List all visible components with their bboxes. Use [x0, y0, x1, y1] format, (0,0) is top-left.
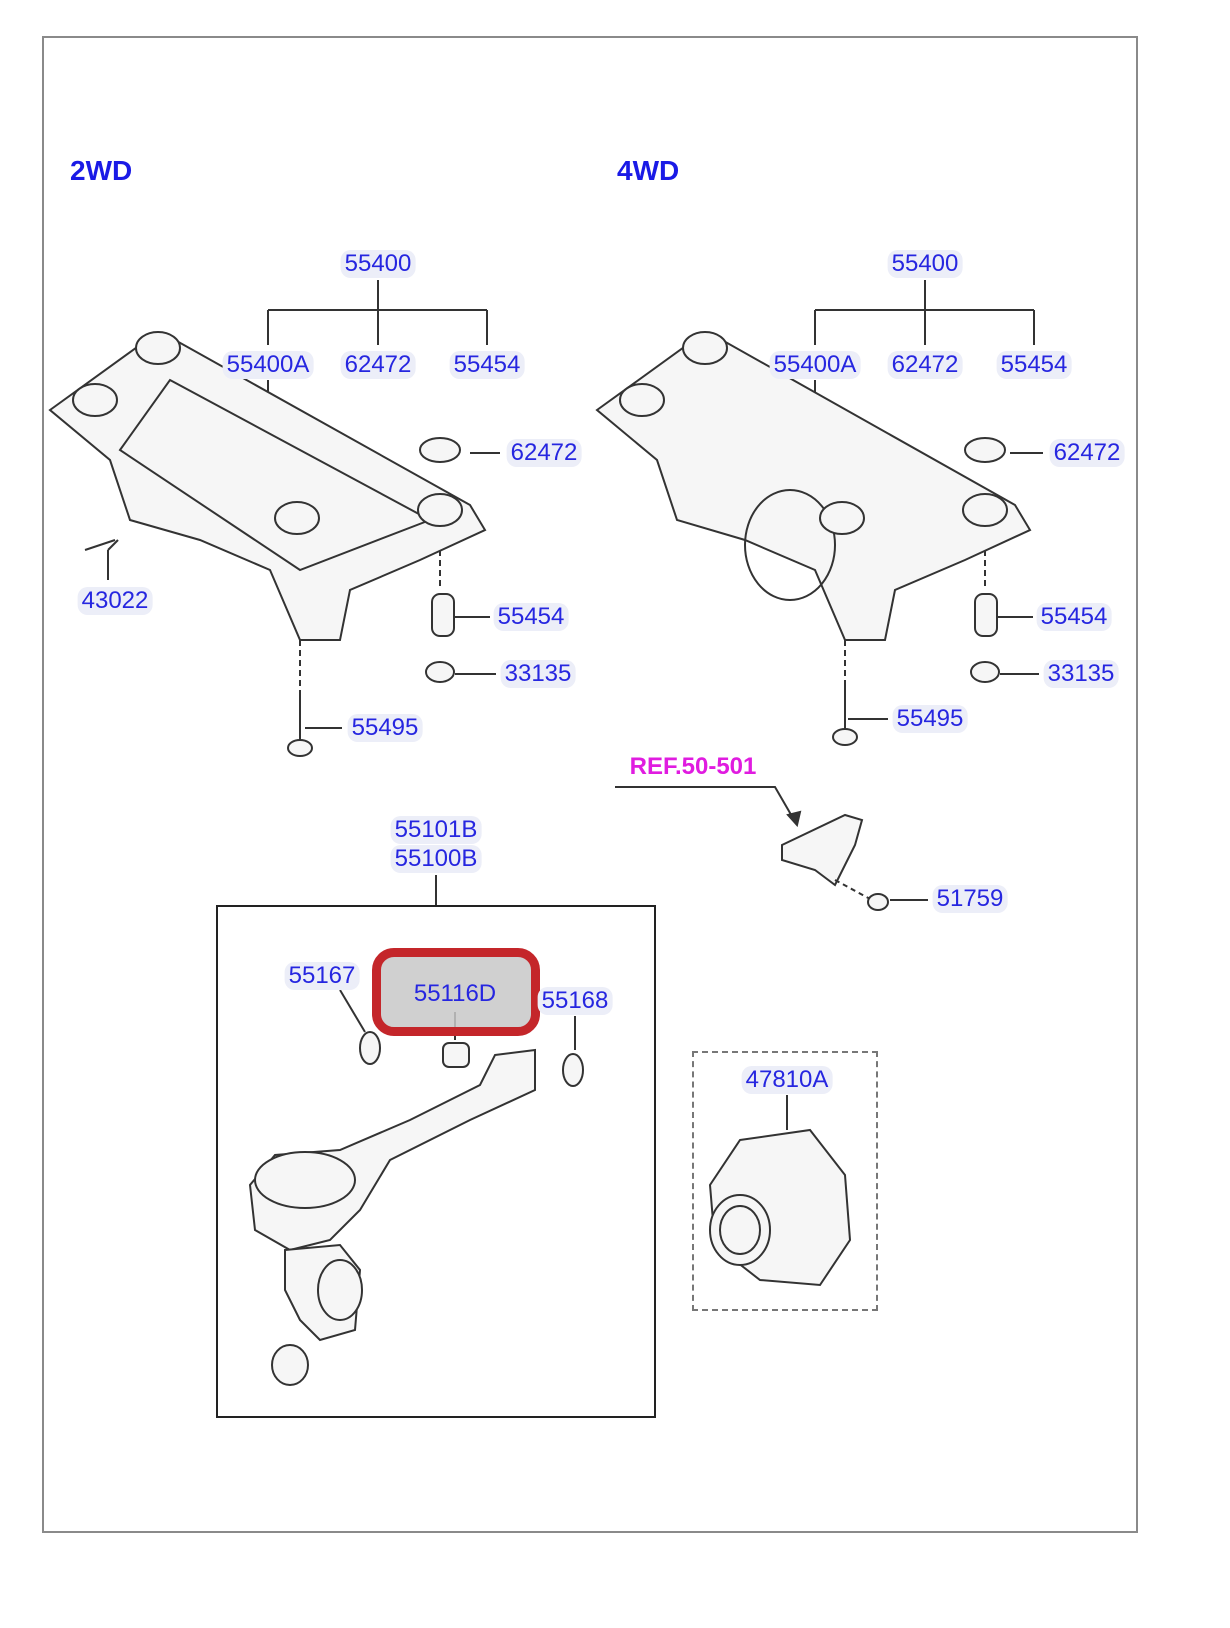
part-label-55100b[interactable]: 55100B	[390, 845, 482, 873]
reference-label[interactable]: REF.50-501	[629, 753, 757, 780]
part-label-sleeve-2wd[interactable]: 55454	[493, 603, 569, 631]
section-title-2wd: 2WD	[70, 155, 133, 186]
part-label-55454-2wd[interactable]: 55454	[449, 351, 525, 379]
part-label-sleeve-4wd[interactable]: 55454	[1036, 603, 1112, 631]
part-label-33135-2wd[interactable]: 33135	[500, 660, 576, 688]
part-label-55454-4wd[interactable]: 55454	[996, 351, 1072, 379]
part-label-55101b[interactable]: 55101B	[390, 816, 482, 844]
crossmember-4wd	[595, 331, 1032, 746]
section-title-4wd: 4WD	[617, 155, 680, 186]
part-label-62472-4wd[interactable]: 62472	[887, 351, 963, 379]
diagram-frame	[42, 36, 1138, 1533]
part-label-55167[interactable]: 55167	[284, 962, 360, 990]
differential	[708, 1095, 852, 1287]
lower-arm	[248, 1031, 584, 1386]
part-label-55400a-4wd[interactable]: 55400A	[769, 351, 861, 379]
part-label-33135-4wd[interactable]: 33135	[1043, 660, 1119, 688]
part-label-bushing-cap-2wd[interactable]: 62472	[506, 439, 582, 467]
part-label-51759[interactable]: 51759	[932, 885, 1008, 913]
lower-arm-group-box	[216, 905, 656, 1418]
part-label-47810a[interactable]: 47810A	[741, 1066, 833, 1094]
part-label-55495-2wd[interactable]: 55495	[347, 714, 423, 742]
part-label-bushing-cap-4wd[interactable]: 62472	[1049, 439, 1125, 467]
part-label-43022[interactable]: 43022	[77, 587, 153, 615]
part-label-55116d[interactable]: 55116D	[413, 980, 497, 1007]
part-label-55168[interactable]: 55168	[537, 987, 613, 1015]
differential-group-box	[692, 1051, 878, 1311]
reference-bracket	[615, 786, 928, 911]
part-label-55400-2wd[interactable]: 55400	[340, 250, 416, 278]
part-label-55495-4wd[interactable]: 55495	[892, 705, 968, 733]
part-label-55400-4wd[interactable]: 55400	[887, 250, 963, 278]
part-label-55400a-2wd[interactable]: 55400A	[222, 351, 314, 379]
part-label-62472-2wd[interactable]: 62472	[340, 351, 416, 379]
crossmember-2wd	[48, 331, 487, 757]
highlight-box	[372, 948, 540, 1036]
